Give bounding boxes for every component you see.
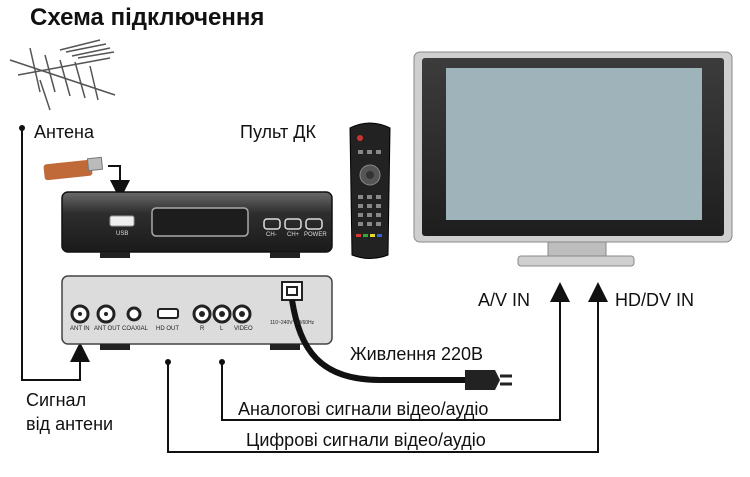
receiver-rear [61,275,333,350]
power-cord [289,299,470,383]
digital-signals-label: Цифрові сигнали відео/аудіо [246,430,486,450]
rear-l-label: L [220,326,224,332]
rear-ant-out-label: ANT OUT [94,326,121,332]
rear-hd-out-label: HD OUT [156,326,179,332]
front-usb-label: USB [116,231,129,237]
remote-control-icon [349,122,391,259]
front-power-label: POWER [304,232,327,238]
av-in-label: A/V IN [478,290,531,310]
antenna-signal-label-line2: від антени [26,414,114,434]
rear-power-spec-label: 110~240V~50/60Hz [270,320,315,326]
rear-r-label: R [200,326,205,332]
diagram-title: Схема підключення [30,4,265,31]
rear-coaxial-label: COAXIAL [122,326,149,332]
antenna-icon [9,39,116,111]
power-label: Живлення 220В [350,344,484,364]
analog-signals-label: Аналогові сигнали відео/аудіо [238,399,489,419]
remote-label: Пульт ДК [240,122,316,142]
tv-icon [413,51,733,267]
usb-stick-icon [43,156,104,181]
hd-in-label: HD/DV IN [615,290,695,310]
power-plug-icon [465,370,512,390]
rear-video-label: VIDEO [234,326,253,332]
antenna-label: Антена [34,122,94,142]
rear-ant-in-label: ANT IN [70,326,90,332]
receiver-front [61,191,333,258]
front-ch-plus-label: CH+ [287,232,300,238]
antenna-signal-label-line1: Сигнал [26,390,87,410]
front-ch-minus-label: CH- [266,232,277,238]
